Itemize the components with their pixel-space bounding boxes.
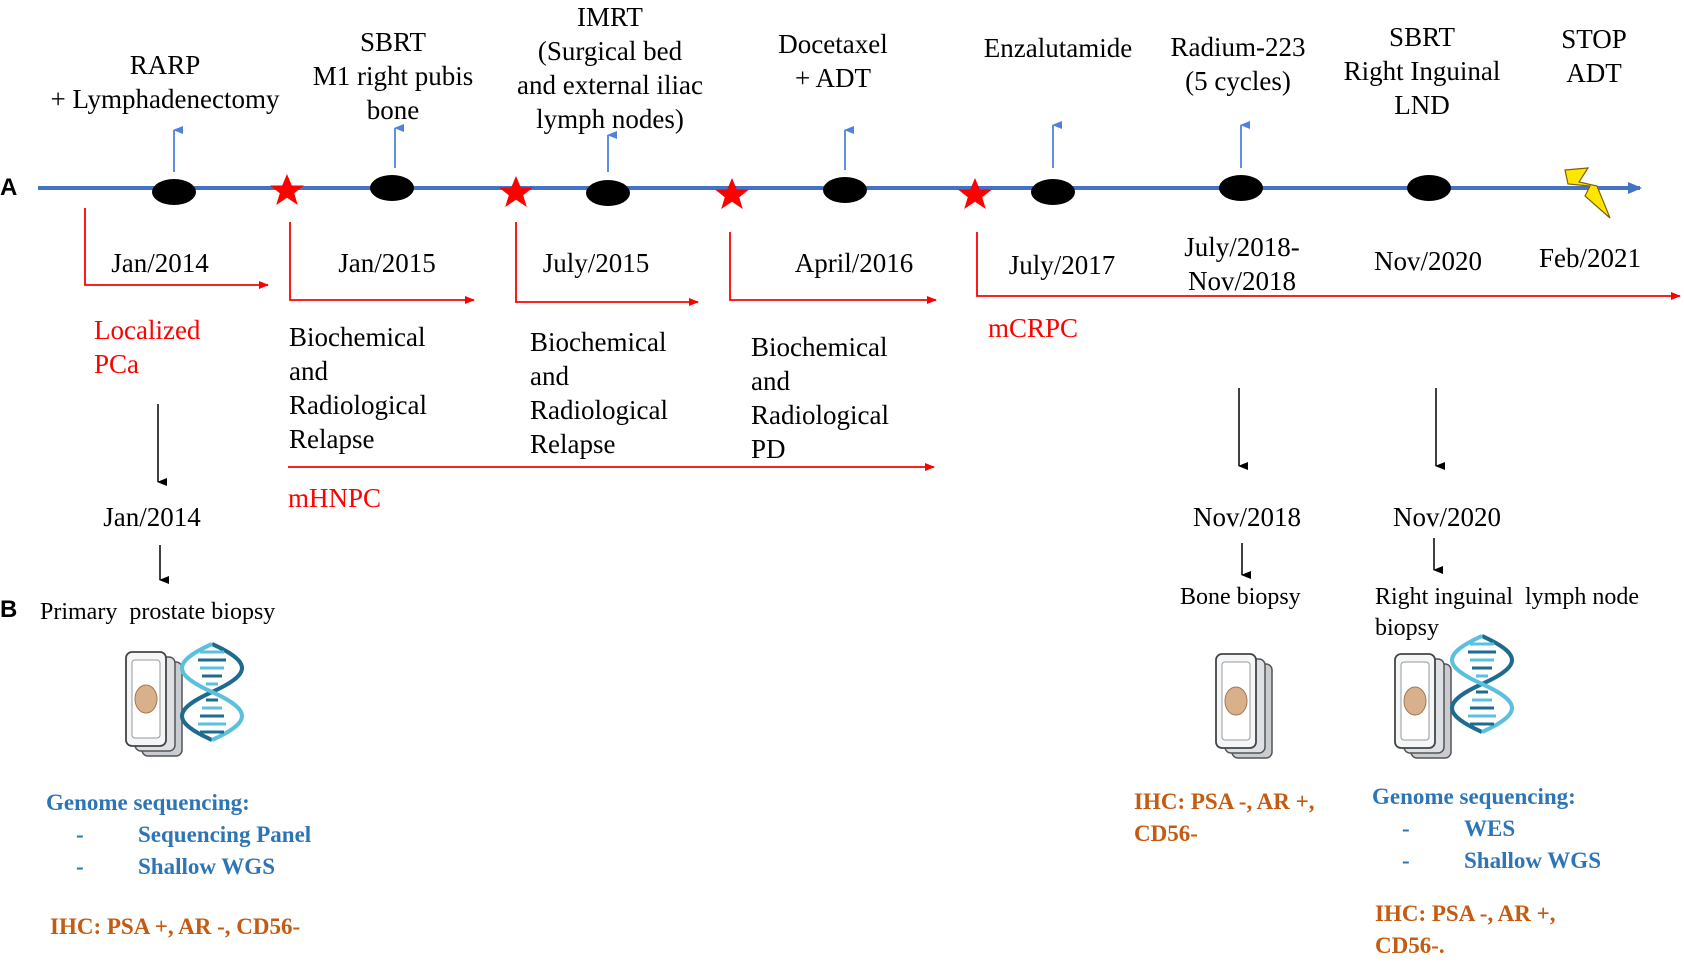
phase-arrow xyxy=(515,222,699,306)
genome-sequencing-list: Genome sequencing: -WES -Shallow WGS xyxy=(1372,784,1601,873)
treatment-label: Radium-223(5 cycles) xyxy=(1170,32,1306,96)
progression-star-icon xyxy=(270,174,304,205)
event-date: Jan/2014 xyxy=(111,248,209,278)
progression-star-icon xyxy=(715,178,749,209)
sample-date: Nov/2018 xyxy=(1193,502,1301,532)
dna-helix-icon xyxy=(180,642,244,742)
phase-arrow xyxy=(729,232,937,304)
genome-sequencing-list: Genome sequencing: -Sequencing Panel -Sh… xyxy=(46,790,312,879)
event-date: Feb/2021 xyxy=(1538,243,1642,273)
phase-mcrpc: mCRPC xyxy=(988,313,1079,343)
event-date: Nov/2020 xyxy=(1374,246,1482,276)
event-date: July/2017 xyxy=(1008,250,1116,280)
event-marker-icon xyxy=(1219,175,1263,201)
treatment-label: RARP+ Lymphadenectomy xyxy=(50,50,280,114)
event-date: April/2016 xyxy=(794,248,914,278)
phase-mhnpc: mHNPC xyxy=(288,483,382,513)
microscope-slide-icon xyxy=(1394,653,1452,759)
ihc-result: IHC: PSA +, AR -, CD56- xyxy=(50,914,301,939)
event-marker-icon xyxy=(370,175,414,201)
event-date: July/2015 xyxy=(542,248,650,278)
lightning-bolt-icon xyxy=(1564,167,1611,219)
progression-star-icon xyxy=(958,178,992,209)
event-marker-icon xyxy=(586,180,630,206)
microscope-slide-icon xyxy=(125,651,183,757)
event-marker-icon xyxy=(1031,179,1075,205)
event-date: Jan/2015 xyxy=(338,248,436,278)
phase-arrow xyxy=(289,222,475,304)
event-marker-icon xyxy=(823,177,867,203)
microscope-slide-icon xyxy=(1215,653,1273,759)
event-date: July/2018-Nov/2018 xyxy=(1184,232,1300,296)
ihc-result: IHC: PSA -, AR +,CD56-. xyxy=(1375,901,1556,958)
phase-arrow xyxy=(976,232,1681,300)
ihc-result: IHC: PSA -, AR +,CD56- xyxy=(1134,789,1315,846)
sample-date: Jan/2014 xyxy=(103,502,201,532)
panel-label-b: B xyxy=(0,596,18,623)
treatment-label: Enzalutamide xyxy=(983,33,1133,63)
sample-name: Primary prostate biopsy xyxy=(40,599,276,625)
panel-label-a: A xyxy=(0,174,18,201)
event-marker-icon xyxy=(1407,175,1451,201)
treatment-label: Docetaxel+ ADT xyxy=(778,29,888,93)
event-marker-icon xyxy=(152,179,196,205)
dna-helix-icon xyxy=(1450,634,1514,734)
progression-star-icon xyxy=(499,176,533,207)
sample-name: Bone biopsy xyxy=(1180,584,1301,610)
phase-arrow xyxy=(84,208,269,289)
sample-date: Nov/2020 xyxy=(1393,502,1501,532)
